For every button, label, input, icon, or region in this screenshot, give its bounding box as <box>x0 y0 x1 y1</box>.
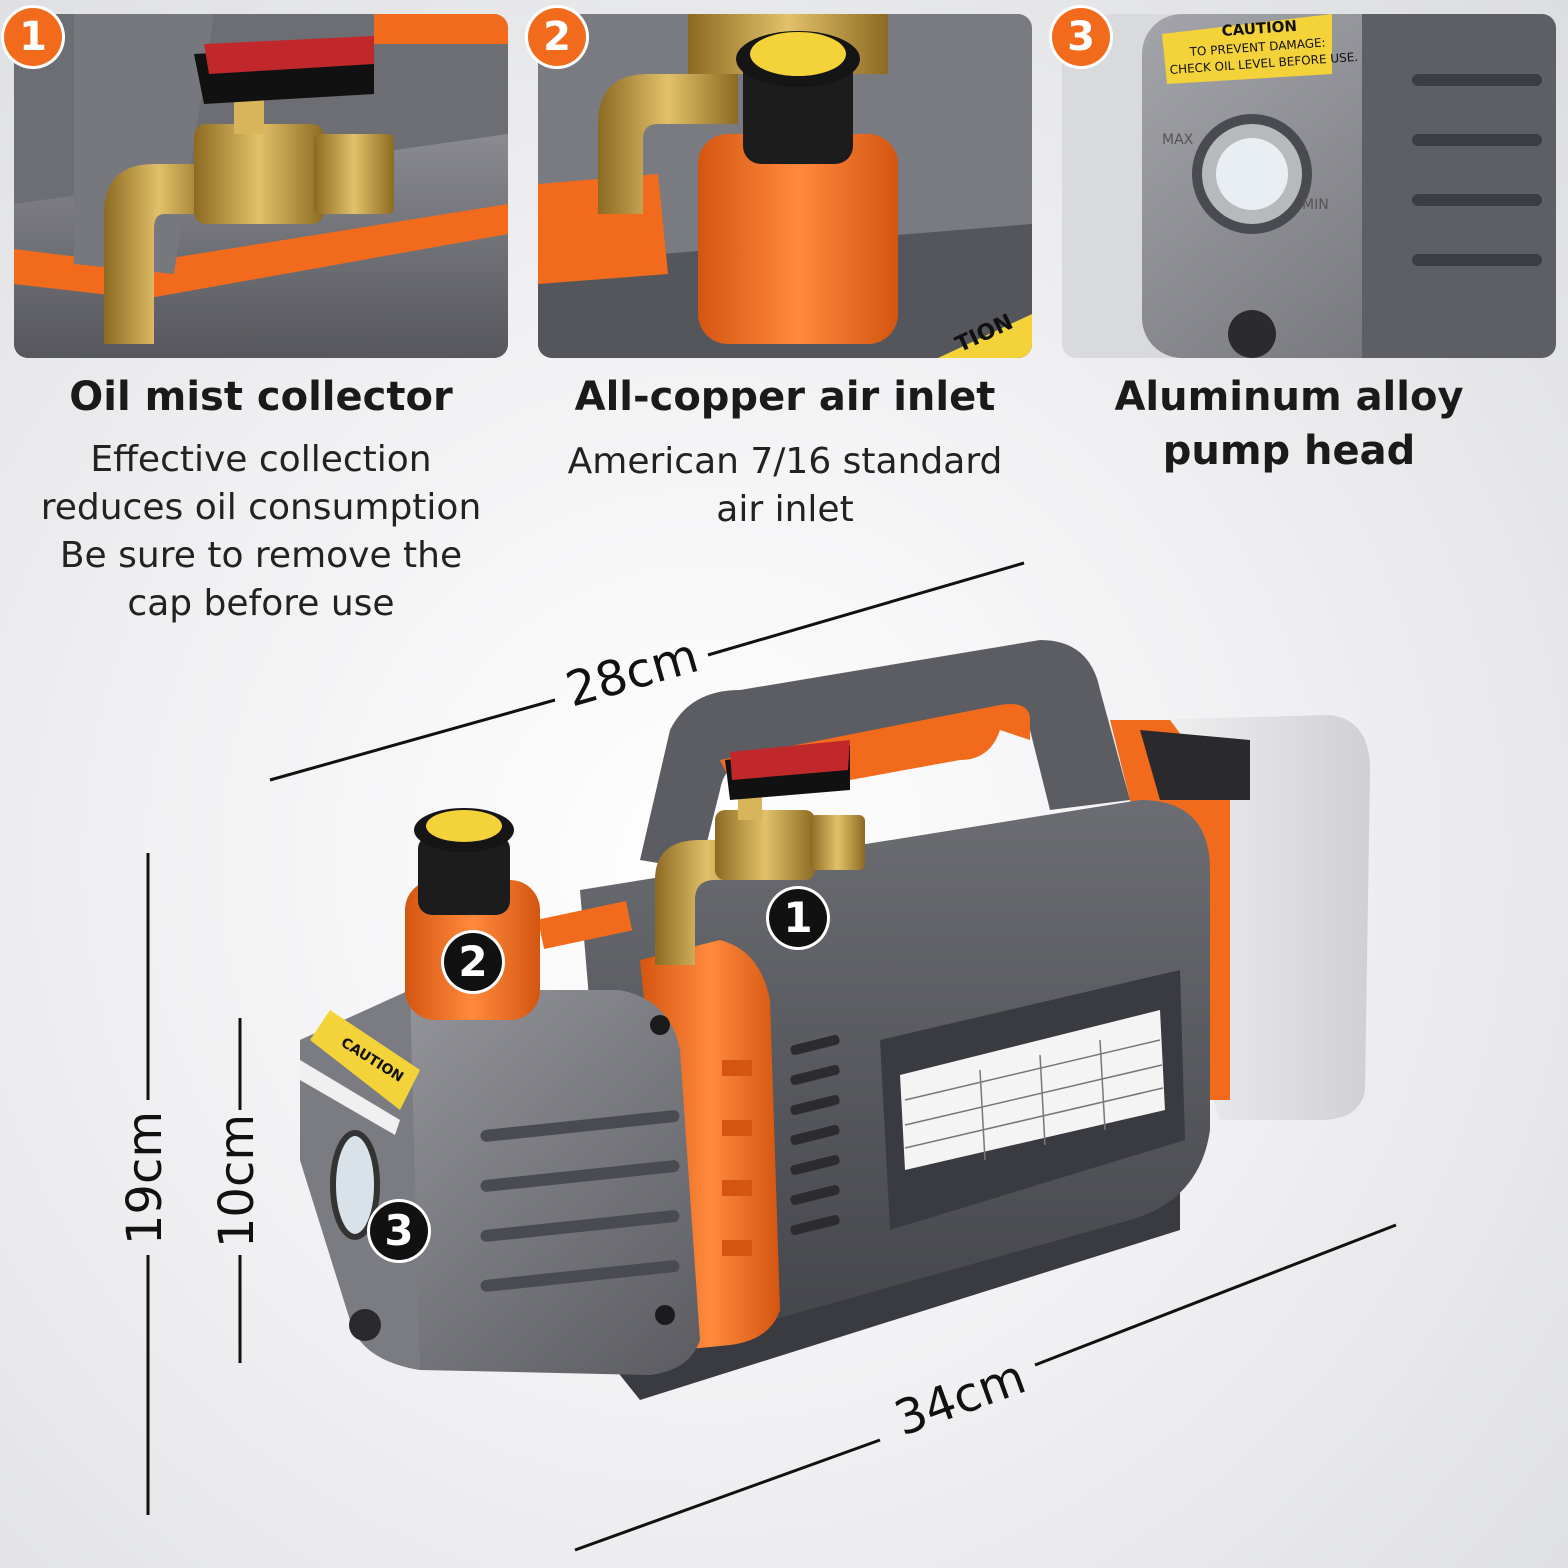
callout-2: 2 <box>444 933 502 991</box>
air-inlet-illustration: TION <box>538 14 1032 358</box>
feature-title-oil-mist-collector: Oil mist collector <box>69 374 453 420</box>
feature-desc-line: Effective collection <box>90 439 432 480</box>
callout-3: 3 <box>370 1202 428 1260</box>
dimension-height-label: 19cm <box>117 1110 174 1246</box>
callout-1: 1 <box>769 889 827 947</box>
feature-title-air-inlet: All-copper air inlet <box>574 374 996 420</box>
feature-title-pump-head-line2: pump head <box>1162 428 1416 474</box>
feature-number-3: 3 <box>1052 8 1110 66</box>
feature-image-air-inlet: TION <box>538 14 1032 358</box>
feature-image-pump-head: CAUTION TO PREVENT DAMAGE: CHECK OIL LEV… <box>1062 14 1556 358</box>
panel3-caution-label: CAUTION <box>1221 17 1298 40</box>
panel3-min-label: MIN <box>1302 197 1329 213</box>
feature-desc-line: cap before use <box>127 583 395 624</box>
dimension-line-width <box>269 698 556 782</box>
feature-desc-line: air inlet <box>716 489 854 530</box>
feature-title-pump-head: Aluminum alloy <box>1114 374 1464 420</box>
feature-number-2: 2 <box>528 8 586 66</box>
dimension-line-length <box>574 1438 881 1552</box>
dimension-head-height-label: 10cm <box>209 1113 266 1249</box>
feature-number-1: 1 <box>4 8 62 66</box>
feature-image-oil-mist-collector <box>14 14 508 358</box>
oil-mist-collector-illustration <box>14 14 508 358</box>
feature-desc-line: Be sure to remove the <box>59 535 463 576</box>
feature-desc-line: reduces oil consumption <box>40 487 482 528</box>
panel3-max-label: MAX <box>1162 132 1194 148</box>
feature-desc-line: American 7/16 standard <box>567 441 1003 482</box>
pump-head-illustration: CAUTION TO PREVENT DAMAGE: CHECK OIL LEV… <box>1062 14 1556 358</box>
